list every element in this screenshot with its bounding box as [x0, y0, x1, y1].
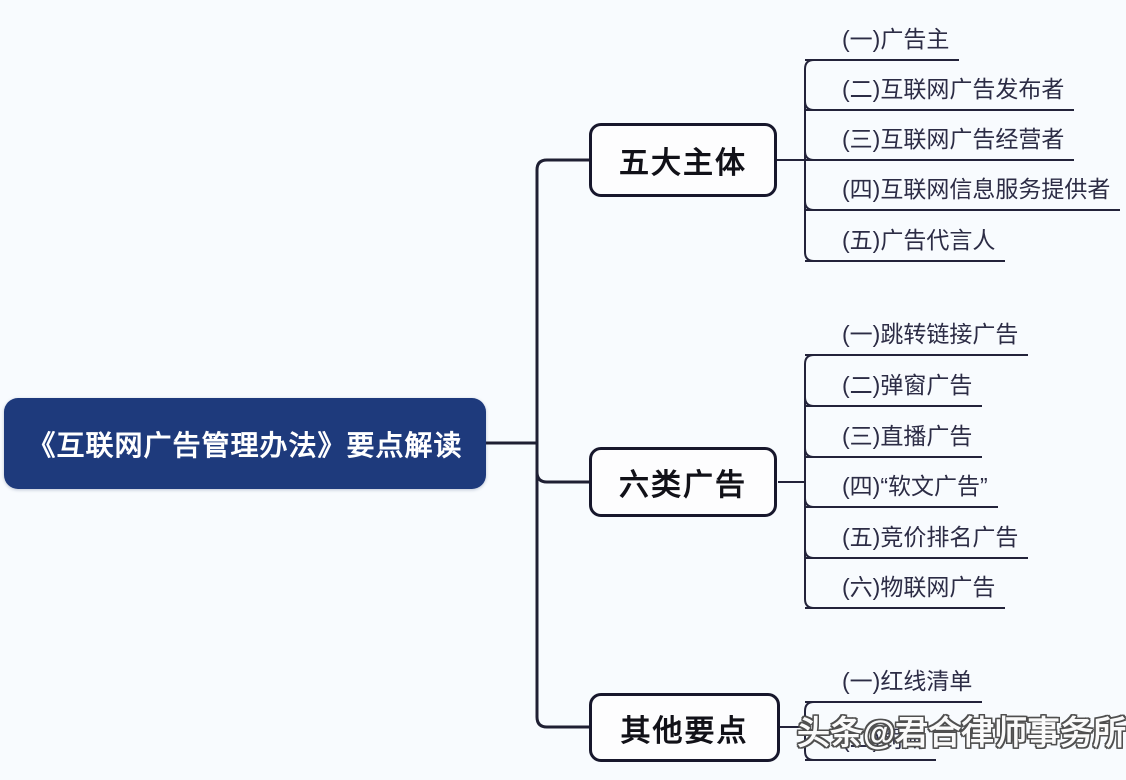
- leaf-popup-ads: (二)弹窗广告: [805, 372, 983, 407]
- root-topic-node: 《互联网广告管理办法》要点解读: [4, 398, 486, 489]
- leaf-soft-article-ads: (四)“软文广告”: [805, 473, 998, 508]
- branch-box-five-subjects: 五大主体: [589, 123, 777, 197]
- leaf-info-service-provider: (四)互联网信息服务提供者: [805, 176, 1121, 211]
- leaf-red-line-list: (一)红线清单: [805, 668, 983, 703]
- leaf-livestream-ads: (三)直播广告: [805, 423, 983, 458]
- leaf-ad-publisher: (二)互联网广告发布者: [805, 76, 1075, 111]
- leaf-bid-ranking-ads: (五)竞价排名广告: [805, 524, 1029, 559]
- trunk-branch2-connector: [535, 471, 589, 484]
- leaf-iot-ads: (六)物联网广告: [805, 574, 1006, 609]
- leaf-advertiser: (一)广告主: [805, 26, 960, 61]
- branch-box-six-ad-types: 六类广告: [589, 447, 777, 517]
- leaf-ad-operator: (三)互联网广告经营者: [805, 126, 1075, 161]
- leaf-jump-link-ads: (一)跳转链接广告: [805, 321, 1029, 356]
- leaf-ad-spokesperson: (五)广告代言人: [805, 227, 1006, 262]
- trunk-line: [535, 158, 592, 729]
- branch-box-other-points: 其他要点: [589, 693, 780, 762]
- leaf-penalties: (二)罚则: [805, 726, 937, 761]
- watermark-toutiao-junhe: 头条@君合律师事务所: [797, 714, 1126, 751]
